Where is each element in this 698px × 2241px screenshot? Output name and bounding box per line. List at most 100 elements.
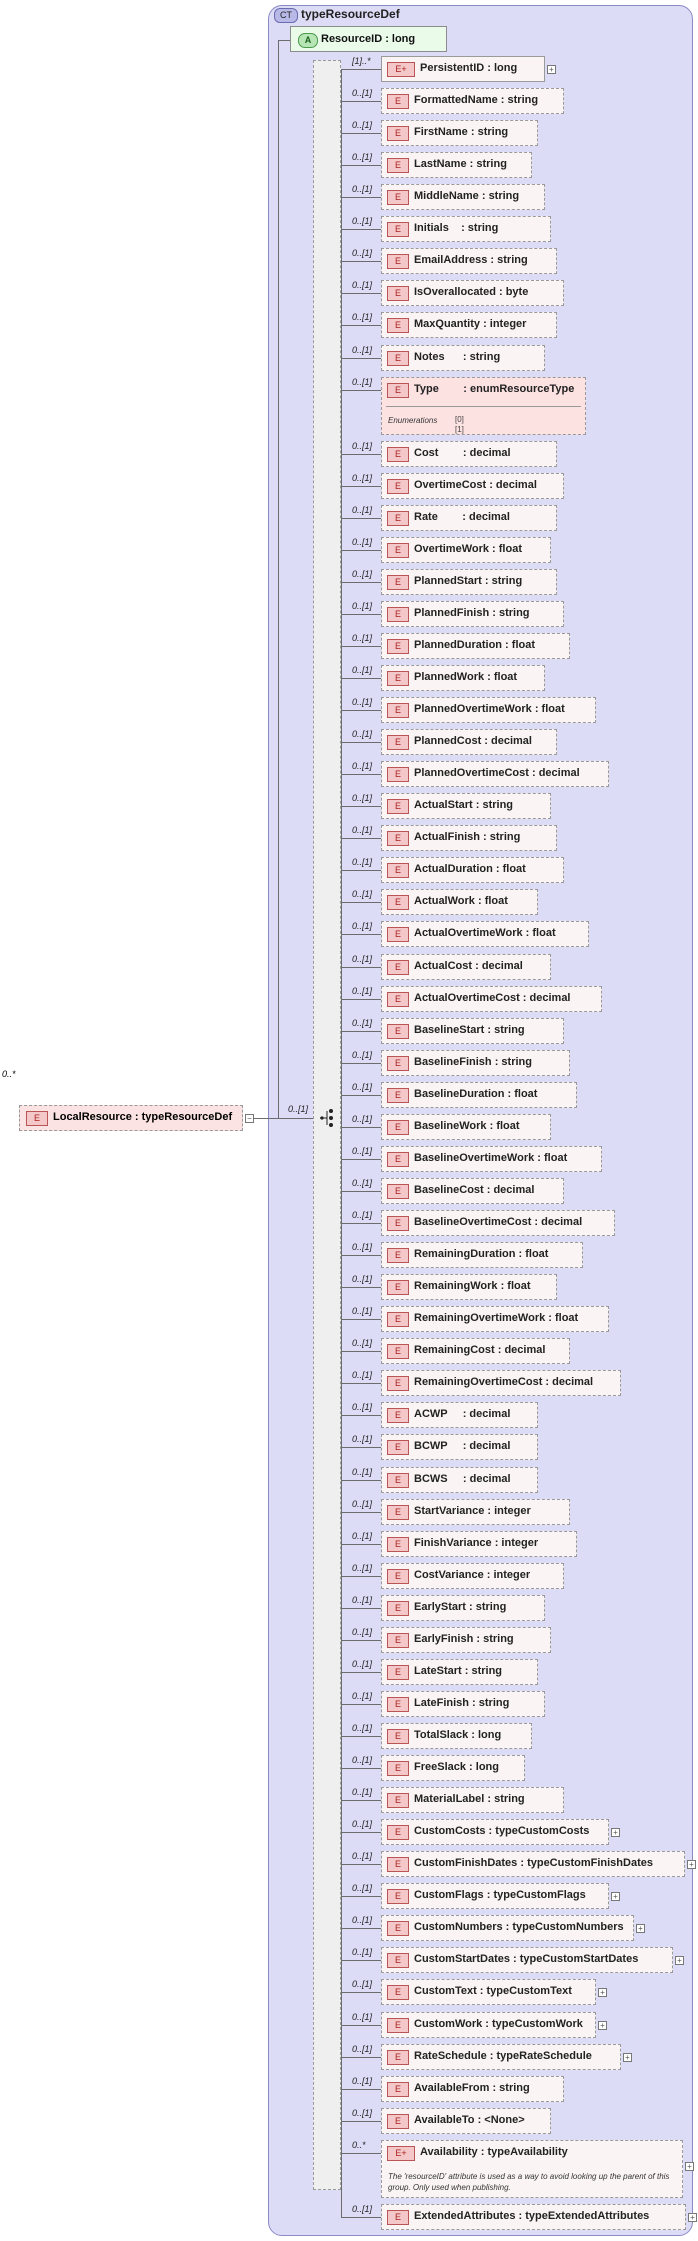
element-connector <box>341 806 381 807</box>
expand-icon[interactable]: + <box>598 1988 607 1997</box>
expand-icon[interactable]: + <box>636 1924 645 1933</box>
expand-icon[interactable]: + <box>623 2053 632 2062</box>
expand-icon[interactable]: + <box>688 2213 697 2222</box>
element-connector <box>341 710 381 711</box>
element-badge: E <box>387 94 409 109</box>
element-label: BaselineDuration : float <box>414 1088 538 1100</box>
sequence-compositor-icon[interactable] <box>319 1108 337 1128</box>
root-element-box[interactable]: E LocalResource : typeResourceDef <box>19 1105 243 1131</box>
element-multiplicity: 0..[1] <box>352 1434 373 1444</box>
element-badge: E <box>387 1601 409 1616</box>
expand-icon[interactable]: + <box>675 1956 684 1965</box>
expand-icon[interactable]: + <box>685 2162 694 2171</box>
expand-icon[interactable]: + <box>611 1828 620 1837</box>
expand-icon[interactable]: + <box>547 65 556 74</box>
element-box[interactable]: E+PersistentID : long <box>381 56 545 82</box>
element-multiplicity: 0..[1] <box>352 1531 373 1541</box>
expand-icon[interactable]: + <box>598 2021 607 2030</box>
attribute-resourceid[interactable]: A ResourceID : long <box>290 26 447 52</box>
expand-icon[interactable]: + <box>687 1860 696 1869</box>
element-label: BaselineOvertimeCost : decimal <box>414 1216 583 1228</box>
element-connector <box>341 2121 381 2122</box>
element-label: PersistentID : long <box>420 62 518 74</box>
expand-icon[interactable]: + <box>611 1892 620 1901</box>
element-connector <box>341 646 381 647</box>
element-multiplicity: 0..[1] <box>352 1947 373 1957</box>
element-connector <box>341 1480 381 1481</box>
element-badge: E <box>387 1440 409 1455</box>
element-connector <box>341 2217 381 2218</box>
element-badge: E <box>387 1280 409 1295</box>
element-badge: E <box>387 1761 409 1776</box>
element-multiplicity: 0..[1] <box>352 1819 373 1829</box>
element-multiplicity: [1]..* <box>352 56 371 66</box>
element-multiplicity: 0..[1] <box>352 505 373 515</box>
